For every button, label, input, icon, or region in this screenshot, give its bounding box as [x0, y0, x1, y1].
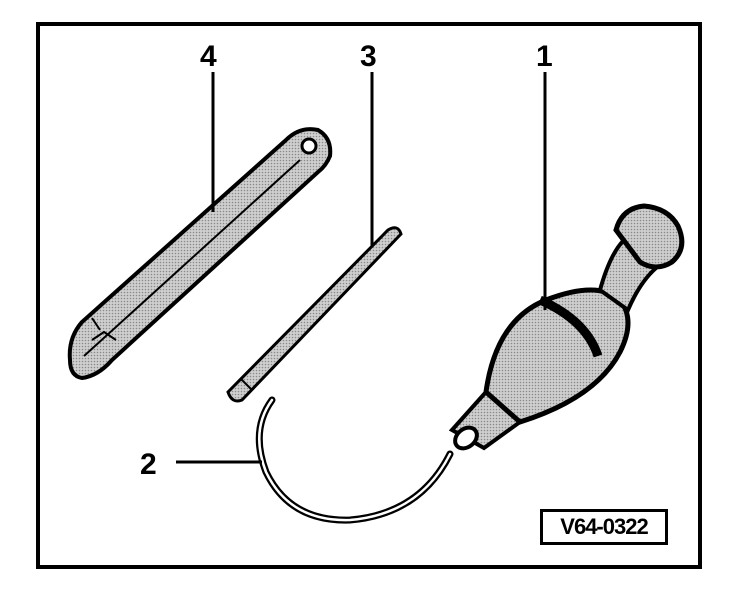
callout-4: 4 [200, 40, 217, 73]
callout-3: 3 [360, 40, 377, 73]
callout-1: 1 [536, 40, 553, 73]
callout-2: 2 [140, 448, 157, 481]
reference-code-box: V64-0322 [540, 509, 668, 545]
handle-grip-icon [448, 203, 685, 451]
straight-pin-icon [226, 226, 403, 403]
reference-code: V64-0322 [560, 514, 648, 539]
curved-wire-icon [255, 396, 454, 524]
flat-blade-tool-icon [67, 127, 333, 381]
